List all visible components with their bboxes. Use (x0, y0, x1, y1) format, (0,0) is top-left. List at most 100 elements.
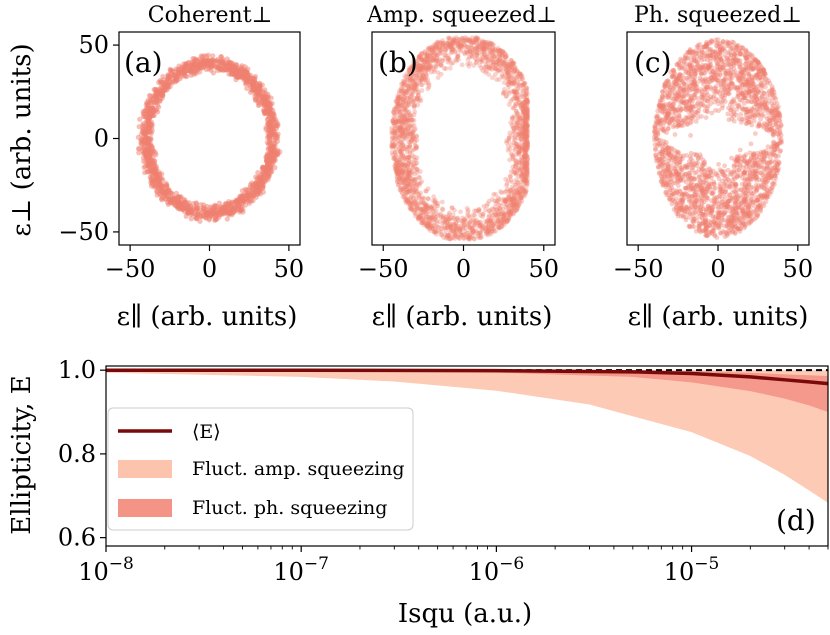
scatter-point (431, 43, 437, 48)
scatter-point (523, 153, 529, 159)
scatter-point (411, 61, 417, 67)
scatter-point (466, 47, 472, 53)
scatter-point (505, 66, 511, 72)
scatter-point (503, 176, 509, 182)
scatter-point (419, 88, 425, 93)
scatter-point (400, 131, 406, 136)
scatter-point (397, 132, 403, 138)
scatter-point (505, 211, 511, 217)
scatter-point (407, 149, 413, 155)
scatter-point (409, 91, 415, 97)
scatter-point (395, 118, 401, 124)
scatter-point (390, 142, 396, 148)
scatter-point (392, 150, 398, 155)
scatter-point (234, 198, 240, 204)
scatter-point (492, 53, 497, 59)
scatter-point (467, 230, 473, 236)
scatter-point (522, 106, 528, 112)
scatter-point (520, 108, 526, 113)
scatter-point (499, 74, 505, 79)
scatter-point (485, 230, 491, 236)
scatter-point (507, 130, 513, 136)
scatter-point (142, 113, 148, 120)
scatter-point (514, 96, 520, 102)
scatter-point (488, 41, 493, 47)
scatter-point (403, 196, 409, 202)
scatter-point (214, 207, 221, 214)
scatter-point (154, 99, 160, 106)
scatter-point (480, 211, 486, 217)
scatter-point (267, 152, 273, 158)
scatter-point (398, 88, 404, 94)
scatter-point (525, 112, 530, 118)
scatter-point (513, 161, 519, 167)
scatter-point (672, 132, 678, 137)
scatter-point (414, 170, 420, 175)
scatter-point (516, 82, 522, 88)
scatter-point (503, 188, 509, 194)
scatter-point (418, 200, 424, 205)
x-tick-label: 50 (528, 255, 559, 283)
scatter-point (511, 169, 516, 175)
scatter-point (520, 192, 526, 198)
scatter-point (399, 119, 405, 125)
scatter-point (500, 201, 506, 206)
scatter-point (413, 196, 419, 202)
scatter-point (231, 204, 238, 210)
scatter-point (266, 113, 272, 120)
scatter-point (511, 88, 517, 93)
scatter-point (508, 151, 514, 157)
scatter-point (499, 49, 505, 55)
scatter-point (524, 106, 530, 112)
scatter-point (412, 109, 418, 115)
scatter-point (500, 49, 506, 54)
scatter-point (501, 219, 507, 225)
scatter-point (229, 200, 235, 206)
scatter-point (411, 82, 417, 87)
scatter-point (503, 204, 509, 210)
scatter-point (472, 212, 478, 218)
scatter-point (412, 178, 418, 183)
scatter-point (399, 88, 405, 94)
scatter-point (146, 111, 152, 117)
scatter-point (428, 205, 433, 211)
scatter-point (504, 67, 510, 73)
scatter-point (189, 67, 195, 74)
scatter-point (493, 61, 499, 67)
scatter-point (197, 218, 203, 224)
scatter-point (524, 134, 529, 140)
scatter-point (521, 164, 527, 170)
scatter-point (524, 179, 530, 184)
scatter-point (224, 216, 230, 222)
scatter-point (257, 83, 263, 89)
scatter-point (424, 52, 429, 58)
scatter-point (417, 169, 423, 174)
scatter-point (402, 192, 407, 198)
scatter-point (260, 189, 266, 195)
scatter-point (476, 234, 482, 240)
scatter-point (491, 61, 496, 67)
scatter-point (207, 62, 213, 68)
scatter-point (271, 116, 277, 123)
scatter-point (407, 112, 413, 118)
scatter-point (449, 41, 455, 47)
scatter-point (512, 66, 518, 71)
scatter-point (412, 193, 418, 199)
scatter-point (177, 199, 183, 205)
scatter-point (493, 66, 499, 71)
scatter-point (413, 63, 419, 69)
scatter-point (524, 110, 529, 116)
scatter-point (397, 148, 403, 154)
scatter-point (252, 96, 258, 102)
scatter-point (409, 85, 415, 91)
scatter-point (453, 229, 459, 235)
scatter-point (408, 206, 413, 212)
scatter-point (425, 86, 431, 92)
scatter-point (475, 233, 481, 239)
scatter-point (398, 160, 404, 165)
scatter-point (454, 55, 460, 60)
scatter-point (478, 57, 484, 63)
scatter-point (523, 124, 529, 130)
scatter-point (261, 93, 267, 100)
scatter-point (233, 68, 239, 74)
